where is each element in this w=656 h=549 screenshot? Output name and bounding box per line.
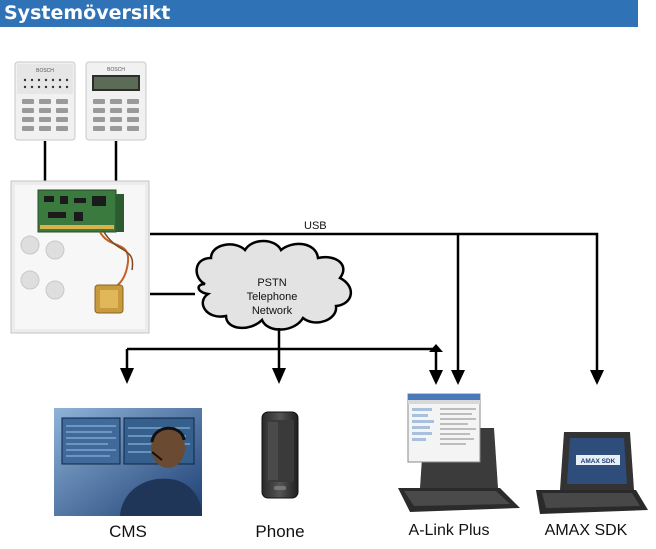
keypad-2-brand: BOSCH xyxy=(107,67,125,73)
control-panel-icon xyxy=(10,180,150,334)
arrow-head-alink-up xyxy=(429,344,443,352)
page-title: Systemöversikt xyxy=(4,2,171,24)
phone-label: Phone xyxy=(255,522,304,541)
keypad-1-brand: BOSCH xyxy=(36,68,54,74)
arrow-head-usb-alink xyxy=(451,370,465,385)
alink-label: A-Link Plus xyxy=(409,522,490,539)
arrow-head-alink-down xyxy=(429,370,443,385)
keypad-led-icon: BOSCH xyxy=(14,61,76,141)
amax-sdk-label: AMAX SDK xyxy=(545,522,628,539)
laptop-software-icon xyxy=(398,393,520,512)
arrow-head-usb-amax xyxy=(590,370,604,385)
pstn-cloud-icon xyxy=(195,239,352,331)
cloud-label-line3: Network xyxy=(252,305,293,317)
laptop-icon: AMAX SDK xyxy=(536,432,648,514)
arrow-head-phone xyxy=(272,368,286,384)
usb-label: USB xyxy=(304,220,327,232)
cloud-label-line1: PSTN xyxy=(257,277,286,289)
smartphone-icon xyxy=(261,411,299,499)
amax-screen-text: AMAX SDK xyxy=(581,458,616,465)
cms-label: CMS xyxy=(109,522,147,541)
operator-monitors-icon xyxy=(54,408,202,516)
keypad-lcd-icon: BOSCH xyxy=(85,61,147,141)
arrow-head-cms xyxy=(120,368,134,384)
cloud-label-line2: Telephone xyxy=(247,291,298,303)
header-bar: Systemöversikt xyxy=(0,0,638,27)
usb-link xyxy=(150,232,599,372)
